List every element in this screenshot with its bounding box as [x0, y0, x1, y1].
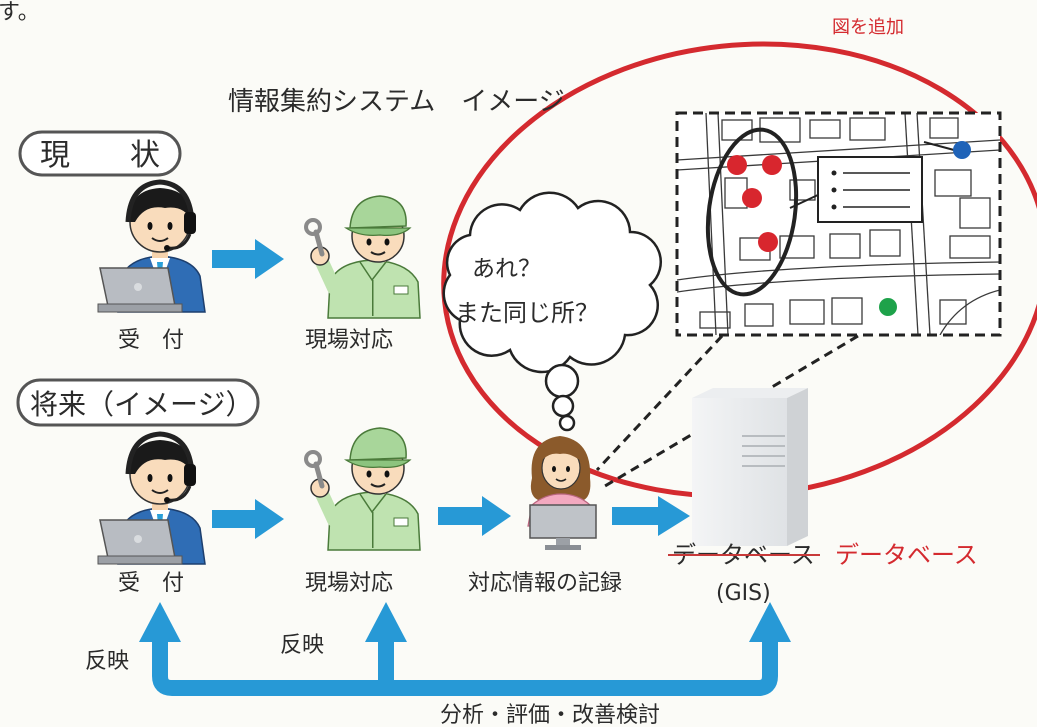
- staff-at-computer-icon: [527, 436, 597, 550]
- current-label-box: 現 状: [18, 130, 182, 177]
- record-label: 対応情報の記録: [468, 571, 622, 596]
- future-label: 将来（イメージ）: [30, 388, 253, 421]
- database-label-corrected: データベース: [835, 541, 978, 569]
- map-frame: [675, 111, 1002, 337]
- current-field-label: 現場対応: [305, 328, 393, 353]
- map-marker: [742, 188, 762, 208]
- map-icon: [675, 111, 1002, 337]
- operator-icon: [97, 431, 206, 565]
- operator-icon: [97, 179, 206, 313]
- map-callout-box: [817, 156, 923, 223]
- feedback-left-label: 反映: [85, 649, 129, 674]
- feedback-arrowhead-field: [365, 602, 407, 642]
- feedback-arrowhead-database: [749, 602, 791, 642]
- map-marker: [879, 298, 897, 316]
- feedback-arrowhead-reception: [139, 602, 181, 642]
- flow-arrow-future-3: [612, 496, 690, 536]
- field-worker-icon: [304, 427, 421, 551]
- feedback-bottom-label: 分析・評価・改善検討: [440, 703, 660, 727]
- map-marker: [758, 232, 778, 252]
- thought-line-1: あれ？: [472, 256, 541, 282]
- map-connector-lines: [595, 334, 859, 488]
- flow-arrow-future-2: [438, 496, 511, 536]
- thought-line-2: また同じ所？: [455, 299, 599, 327]
- database-server-icon: [692, 388, 808, 546]
- future-reception-label: 受 付: [118, 571, 184, 596]
- leading-text: す。: [0, 0, 40, 25]
- current-reception-label: 受 付: [118, 328, 184, 353]
- feedback-arrows: [139, 602, 791, 696]
- annotation-label: 図を追加: [832, 17, 904, 38]
- flow-arrow-future-1: [212, 499, 284, 539]
- flow-arrow-current-1: [212, 239, 284, 279]
- future-label-box: 将来（イメージ）: [16, 378, 260, 427]
- field-worker-icon: [304, 195, 421, 319]
- database-sublabel: (GIS): [716, 581, 771, 606]
- map-marker: [953, 141, 971, 159]
- map-marker: [727, 155, 747, 175]
- current-label: 現 状: [40, 138, 160, 173]
- diagram-title: 情報集約システム イメージ: [228, 87, 565, 117]
- highlight-area-ellipse: [705, 127, 799, 297]
- future-field-label: 現場対応: [305, 571, 393, 596]
- feedback-middle-label: 反映: [280, 633, 324, 658]
- map-marker: [762, 155, 782, 175]
- thought-cloud-icon: [442, 191, 662, 432]
